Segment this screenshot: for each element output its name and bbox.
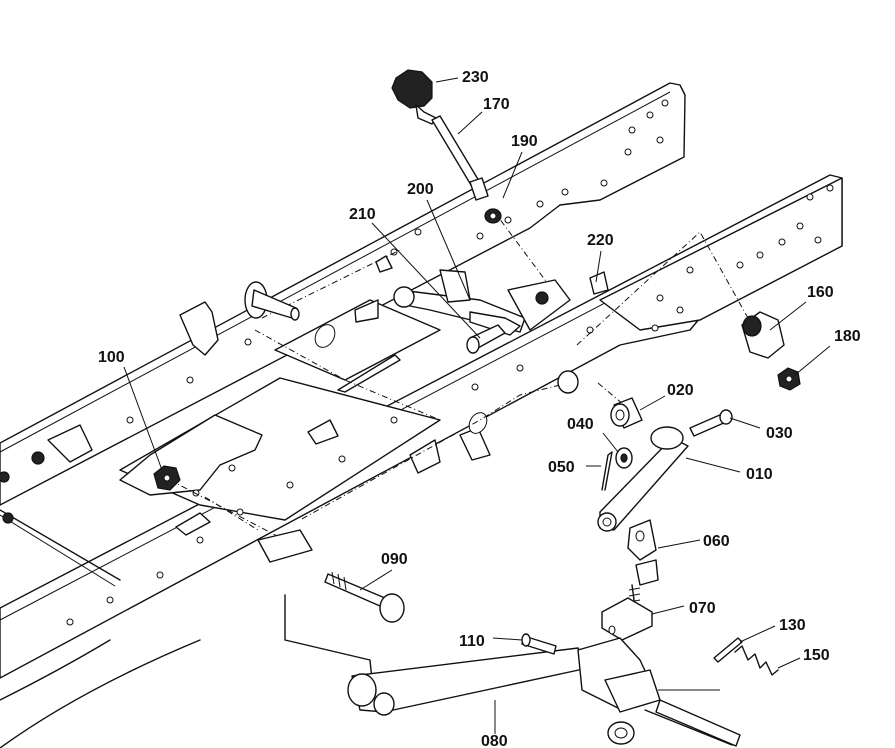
small-block: [354, 299, 379, 323]
front-plate: [599, 177, 843, 331]
bushing-part-020: [557, 370, 643, 429]
label-010: 010: [746, 466, 773, 483]
upper-cross-plate: [274, 299, 441, 381]
nut-part-180: [777, 367, 801, 391]
label-170: 170: [483, 96, 510, 113]
label-110: 110: [459, 633, 485, 650]
label-230: 220: [587, 232, 614, 249]
label-020: 020: [667, 382, 694, 399]
part-labels: 230 170 190 200 210 220 160 180 100 020 …: [98, 69, 861, 748]
label-200: 230: [462, 69, 489, 86]
label-080: 080: [481, 733, 508, 748]
cotter-part-050: [601, 451, 613, 491]
pin-part-030: [689, 409, 733, 437]
label-100: 100: [98, 349, 125, 366]
label-210: 200: [407, 181, 434, 198]
bushing-part-160: [741, 311, 785, 359]
rear-bracket: [47, 424, 93, 463]
lever-part-010: [597, 426, 689, 532]
square-cutout: [307, 419, 339, 445]
upper-post: [244, 255, 393, 321]
leader-lines: [123, 77, 831, 734]
label-160: 160: [807, 284, 834, 301]
frame-brackets: [0, 299, 491, 536]
frame-rails: [0, 82, 843, 748]
mid-bracket: [409, 439, 441, 474]
lower-clip: [175, 512, 211, 536]
label-220: 210: [349, 206, 376, 223]
label-150: 150: [803, 647, 830, 664]
rod-part-080: [347, 637, 661, 716]
label-050: 050: [548, 459, 575, 476]
left-bracket: [179, 301, 219, 356]
label-190: 190: [511, 133, 538, 150]
washer-part-040: [615, 447, 633, 469]
pin-part-130: [713, 637, 743, 663]
bolt-part-090: [257, 529, 405, 681]
knob-part-200: [391, 69, 437, 125]
spring-part-150: [644, 645, 779, 747]
label-090: 090: [381, 551, 408, 568]
ring-part: [607, 721, 635, 745]
left-frame-rail: [0, 82, 686, 506]
bracket-strip: [337, 354, 401, 393]
label-130: 130: [779, 617, 806, 634]
label-060: 060: [703, 533, 730, 550]
linkage-part-210-220: [393, 269, 609, 354]
shaft-part-170: [431, 115, 489, 201]
label-040: 040: [567, 416, 594, 433]
pin-part-110: [521, 633, 557, 655]
label-070: 070: [689, 600, 716, 617]
label-030: 030: [766, 425, 793, 442]
nut-part-100: [153, 465, 181, 491]
bracket-part-070: [601, 597, 653, 641]
label-180: 180: [834, 328, 861, 345]
